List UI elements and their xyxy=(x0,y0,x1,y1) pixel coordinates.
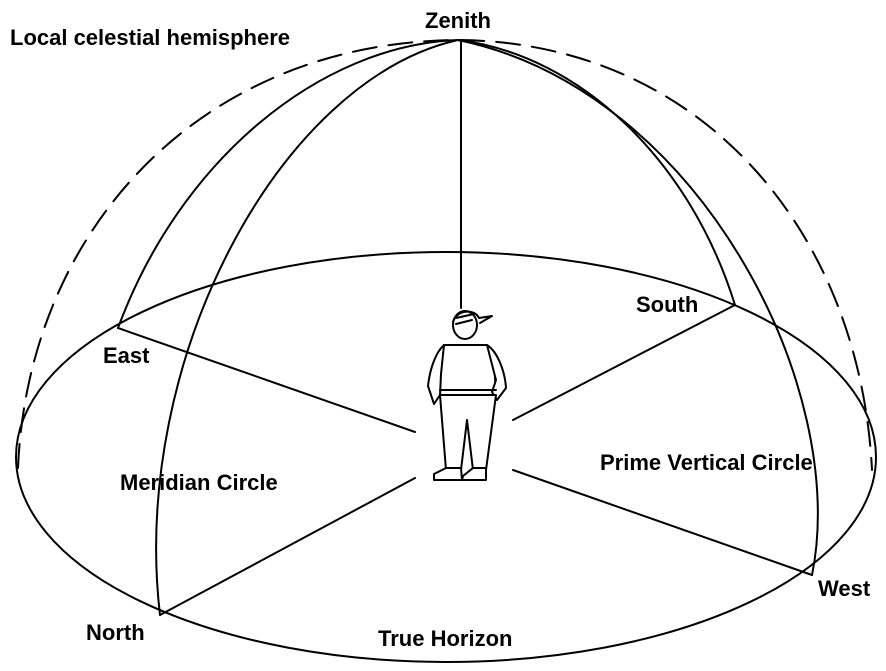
zenith-label: Zenith xyxy=(425,8,491,33)
east-to-zenith-arc xyxy=(118,40,458,328)
north-label: North xyxy=(86,620,145,645)
east-label: East xyxy=(103,343,150,368)
line-to-south xyxy=(513,305,735,420)
meridian-circle-label: Meridian Circle xyxy=(120,470,278,495)
line-to-north xyxy=(160,478,415,615)
line-to-east xyxy=(118,328,415,432)
observer-figure xyxy=(428,311,506,480)
south-label: South xyxy=(636,292,698,317)
west-label: West xyxy=(818,576,871,601)
observer-torso xyxy=(440,345,496,395)
observer-right-foot xyxy=(462,468,486,480)
line-to-west xyxy=(513,470,812,575)
hemisphere-title: Local celestial hemisphere xyxy=(10,25,290,50)
north-to-zenith-meridian-arc xyxy=(156,40,458,615)
observer-left-foot xyxy=(434,468,462,480)
true-horizon-label: True Horizon xyxy=(378,626,512,651)
prime-vertical-circle-label: Prime Vertical Circle xyxy=(600,450,813,475)
observer-legs xyxy=(440,395,496,470)
